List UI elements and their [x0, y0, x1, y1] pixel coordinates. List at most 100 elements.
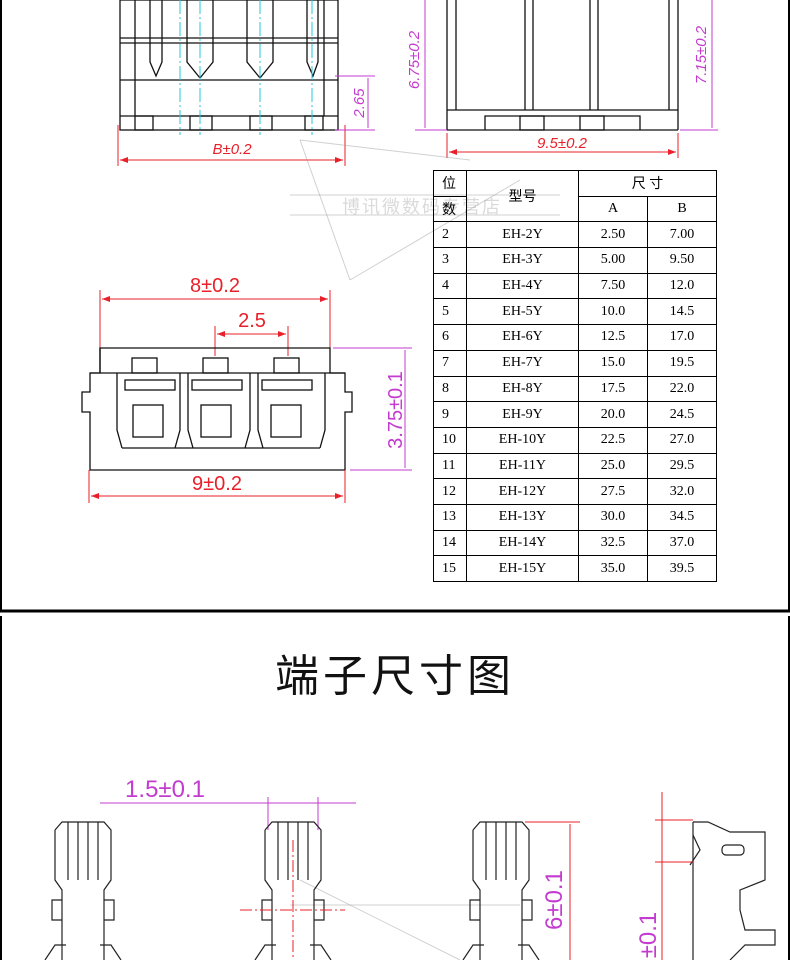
housing-bottom-dimension: [88, 470, 346, 503]
housing-plan-view: [81, 347, 353, 471]
header-pos-bottom: 数: [433, 195, 467, 223]
cell-a: 12.5: [578, 324, 648, 351]
cell-pos: 4: [433, 272, 467, 300]
cell-model: EH-14Y: [466, 529, 579, 557]
terminal-side-dimension: [655, 792, 693, 960]
cell-b: 19.5: [647, 349, 717, 377]
cell-a: 25.0: [578, 452, 648, 480]
cell-model: EH-2Y: [466, 221, 579, 249]
terminal-width-dimension: [100, 797, 356, 830]
cell-a: 22.5: [578, 426, 648, 454]
cell-b: 27.0: [647, 426, 717, 454]
cell-model: EH-13Y: [466, 503, 579, 531]
header-b: B: [647, 195, 717, 223]
cell-pos: 14: [433, 529, 467, 557]
cell-a: 7.50: [578, 272, 648, 300]
terminal-side-view: [689, 821, 776, 960]
housing-height-label: 3.75±0.1: [385, 371, 407, 449]
cell-a: 17.5: [578, 375, 648, 403]
cell-model: EH-15Y: [466, 555, 579, 582]
housing-top-dimension: [99, 290, 331, 350]
cell-model: EH-12Y: [466, 478, 579, 505]
cell-b: 29.5: [647, 452, 717, 480]
cell-b: 24.5: [647, 401, 717, 428]
cell-pos: 6: [433, 324, 467, 351]
cell-a: 5.00: [578, 247, 648, 274]
header-a: A: [578, 195, 648, 223]
cell-pos: 13: [433, 503, 467, 531]
top-right-height-dimensions: [415, 0, 718, 131]
cell-pos: 9: [433, 401, 467, 428]
top-left-housing-view: [119, 0, 339, 131]
housing-pitch-dimension: [214, 326, 289, 356]
cell-a: 30.0: [578, 503, 648, 531]
table-header-row: 位 型号 尺 寸: [433, 169, 717, 223]
terminal-width-label: 1.5±0.1: [125, 776, 205, 803]
header-pos-top: 位: [433, 170, 467, 197]
terminal-height-label: 6±0.1: [541, 870, 568, 930]
cell-pos: 11: [433, 452, 467, 480]
header-size: 尺 寸: [578, 170, 717, 197]
cell-model: EH-10Y: [466, 426, 579, 454]
top-right-housing-view: [446, 0, 679, 131]
cell-b: 22.0: [647, 375, 717, 403]
cell-b: 32.0: [647, 478, 717, 505]
top-left-centerlines: [179, 0, 313, 135]
cell-a: 15.0: [578, 349, 648, 377]
cell-model: EH-4Y: [466, 272, 579, 300]
cell-pos: 8: [433, 375, 467, 403]
cell-a: 32.5: [578, 529, 648, 557]
cell-pos: 15: [433, 555, 467, 582]
cell-pos: 5: [433, 298, 467, 326]
top-right-width-label: 9.5±0.2: [537, 135, 588, 152]
cell-model: EH-6Y: [466, 324, 579, 351]
top-left-width-dimension: [117, 125, 346, 166]
cell-b: 37.0: [647, 529, 717, 557]
cell-model: EH-8Y: [466, 375, 579, 403]
cell-b: 7.00: [647, 221, 717, 249]
cell-b: 12.0: [647, 272, 717, 300]
top-right-height-left-label: 6.75±0.2: [406, 30, 423, 89]
top-right-width-dimension: [446, 133, 679, 158]
top-right-height-right-label: 7.15±0.2: [693, 25, 710, 84]
cell-pos: 10: [433, 426, 467, 454]
cell-a: 27.5: [578, 478, 648, 505]
header-model: 型号: [466, 169, 579, 223]
cell-model: EH-11Y: [466, 452, 579, 480]
top-left-height-dimension: [335, 75, 375, 131]
cell-a: 2.50: [578, 221, 648, 249]
cell-pos: 12: [433, 478, 467, 505]
cell-a: 35.0: [578, 555, 648, 582]
housing-top-label: 8±0.2: [190, 275, 240, 297]
top-left-height-label: 2.65: [351, 88, 368, 119]
cell-pos: 7: [433, 349, 467, 377]
terminal-front-3: [462, 821, 540, 960]
cell-b: 34.5: [647, 503, 717, 531]
cell-model: EH-5Y: [466, 298, 579, 326]
housing-bottom-label: 9±0.2: [192, 473, 242, 495]
terminal-front-2-centerlines: [240, 840, 345, 960]
housing-pitch-label: 2.5: [238, 310, 266, 332]
cell-pos: 3: [433, 247, 467, 274]
terminal-front-1: [44, 821, 122, 960]
cell-model: EH-7Y: [466, 349, 579, 377]
cell-a: 10.0: [578, 298, 648, 326]
cell-b: 14.5: [647, 298, 717, 326]
terminal-height-dimension: [525, 821, 580, 960]
cell-b: 9.50: [647, 247, 717, 274]
